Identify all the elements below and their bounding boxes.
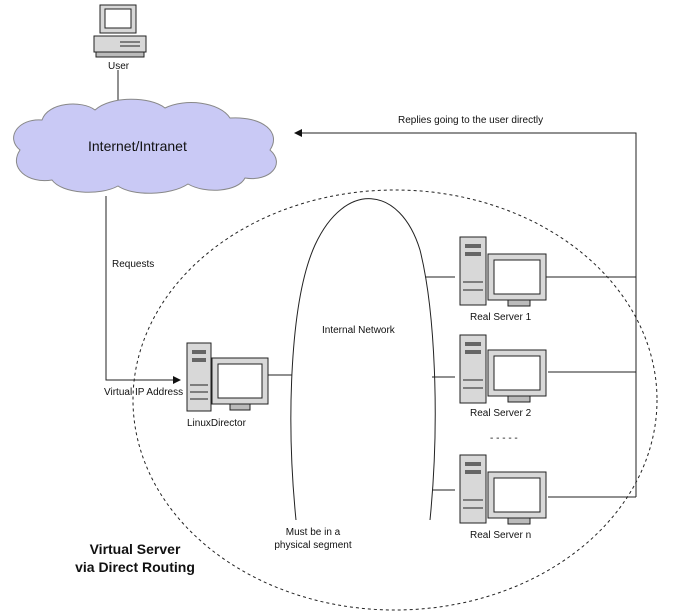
physical-segment-label: Must be in a physical segment [268,526,358,552]
linuxdirector-computer-icon [186,342,269,412]
cloud-label: Internet/Intranet [88,138,187,154]
internet-cloud [13,98,277,194]
internal-network-label: Internal Network [322,325,395,336]
diagram-title: Virtual Server via Direct Routing [50,540,220,576]
vip-label: Virtual IP Address [104,387,184,398]
real-server-2-icon [459,334,547,404]
servern-label: Real Server n [470,530,532,541]
server2-label: Real Server 2 [470,408,532,419]
requests-path [105,196,181,384]
physical-segment-line2: physical segment [274,540,352,551]
internal-network-segment [290,198,436,521]
ellipsis-label: - - - - - [490,433,518,444]
real-server-1-icon [459,236,547,307]
director-label: LinuxDirector [187,418,246,429]
virtual-server-boundary [132,189,658,611]
user-label: User [108,61,130,72]
replies-path [294,129,637,497]
title-line1: Virtual Server [89,541,181,557]
physical-segment-line1: Must be in a [285,527,341,538]
requests-label: Requests [112,259,155,270]
replies-label: Replies going to the user directly [398,115,544,126]
server1-label: Real Server 1 [470,312,532,323]
real-server-n-icon [459,454,547,525]
user-computer-icon [93,4,147,58]
title-line2: via Direct Routing [75,559,195,575]
